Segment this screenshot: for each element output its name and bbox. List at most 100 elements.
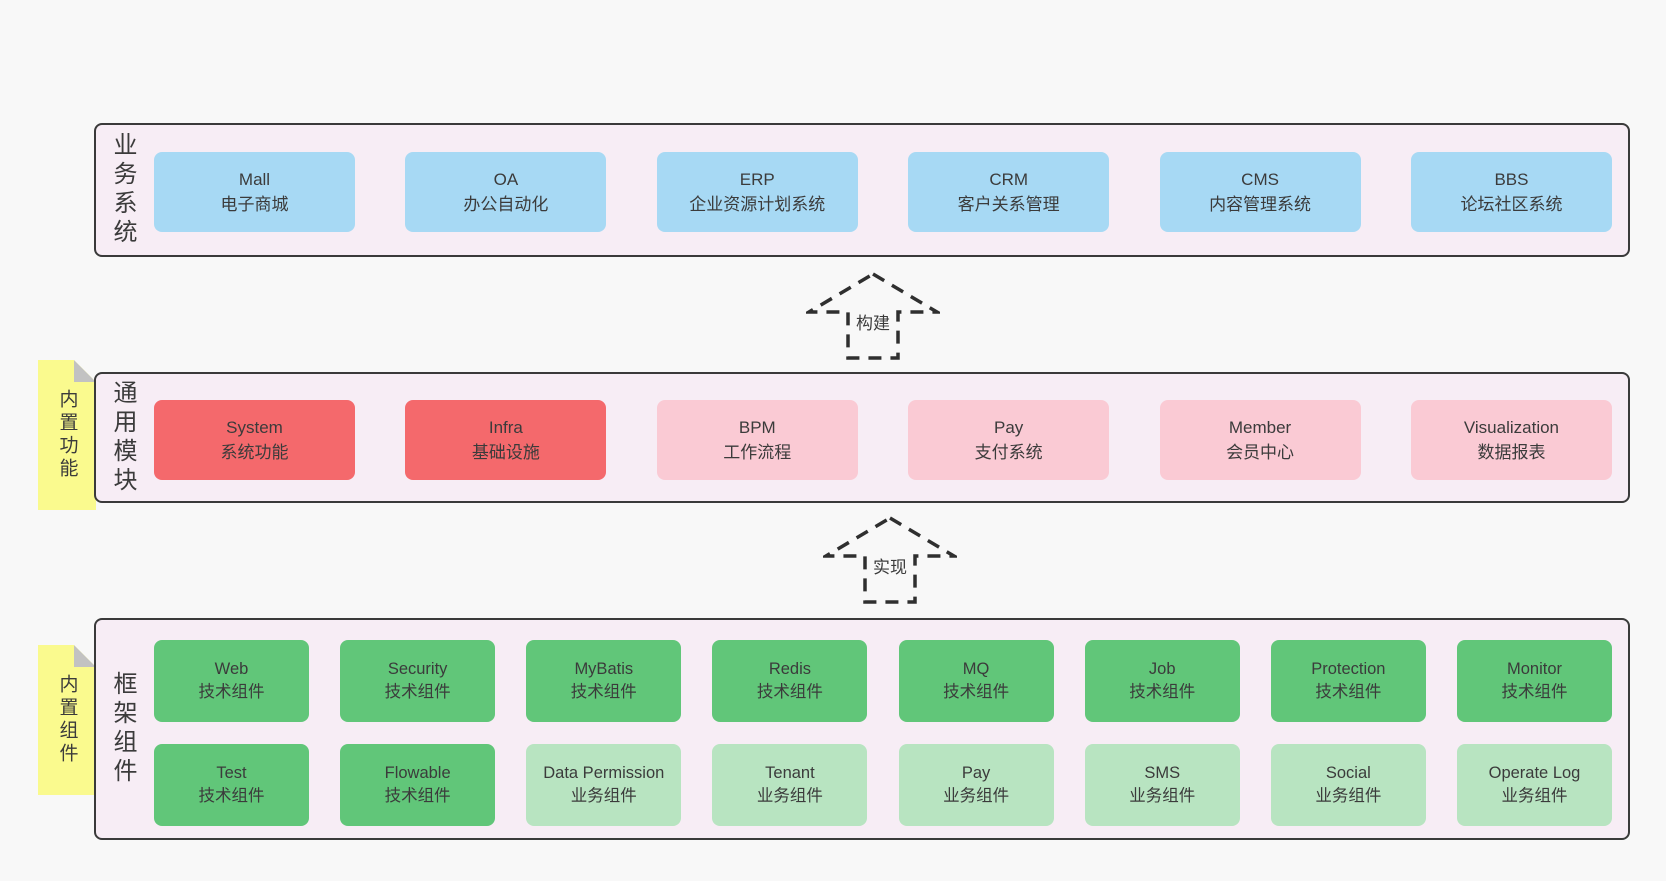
box-title: System	[226, 418, 283, 437]
box-system: System 系统功能	[154, 400, 355, 480]
build-arrow-label: 构建	[853, 308, 893, 335]
box-tenant: Tenant 业务组件	[712, 744, 868, 826]
box-title: MQ	[962, 660, 990, 678]
box-subtitle: 数据报表	[1477, 443, 1546, 462]
box-flowable: Flowable 技术组件	[340, 744, 496, 826]
box-title: Test	[216, 764, 247, 782]
box-security: Security 技术组件	[340, 640, 496, 722]
box-subtitle: 业务组件	[570, 787, 637, 805]
business-box-row: Mall 电子商城 OA 办公自动化 ERP 企业资源计划系统 CRM 客户关系…	[154, 152, 1612, 232]
box-subtitle: 技术组件	[943, 683, 1010, 701]
box-subtitle: 技术组件	[198, 787, 265, 805]
box-subtitle: 业务组件	[756, 787, 823, 805]
box-subtitle: 技术组件	[570, 683, 637, 701]
box-subtitle: 办公自动化	[463, 195, 549, 214]
box-test: Test 技术组件	[154, 744, 309, 826]
layer-framework-components: 框架组件 Web 技术组件 Security 技术组件 MyBatis 技术组件…	[94, 618, 1630, 840]
box-subtitle: 企业资源计划系统	[689, 195, 826, 214]
box-subtitle: 系统功能	[220, 443, 289, 462]
box-subtitle: 技术组件	[384, 787, 451, 805]
sticky-note-built-in-functions: 内置功能	[38, 360, 96, 510]
box-job: Job 技术组件	[1084, 640, 1240, 722]
box-subtitle: 技术组件	[1129, 683, 1196, 701]
box-title: Tenant	[765, 764, 815, 782]
box-title: Member	[1228, 418, 1292, 437]
box-title: Redis	[768, 660, 812, 678]
box-subtitle: 技术组件	[1315, 683, 1382, 701]
box-title: BBS	[1494, 170, 1529, 189]
box-social: Social 业务组件	[1270, 744, 1426, 826]
box-crm: CRM 客户关系管理	[908, 152, 1110, 232]
box-title: BPM	[738, 418, 776, 437]
box-operate-log: Operate Log 业务组件	[1456, 744, 1612, 826]
box-title: Visualization	[1463, 418, 1560, 437]
box-bpm: BPM 工作流程	[656, 400, 858, 480]
box-sms: SMS 业务组件	[1084, 744, 1240, 826]
framework-box-row-2: Test 技术组件 Flowable 技术组件 Data Permission …	[154, 744, 1612, 826]
layer-business-systems: 业务系统 Mall 电子商城 OA 办公自动化 ERP 企业资源计划系统 CRM…	[94, 123, 1630, 257]
up-arrow-icon	[806, 271, 940, 360]
box-title: Job	[1148, 660, 1176, 678]
box-title: SMS	[1144, 764, 1181, 782]
box-title: ERP	[739, 170, 775, 189]
box-pay-component: Pay 业务组件	[898, 744, 1054, 826]
box-web: Web 技术组件	[154, 640, 309, 722]
box-cms: CMS 内容管理系统	[1159, 152, 1361, 232]
box-subtitle: 技术组件	[756, 683, 823, 701]
box-subtitle: 技术组件	[1501, 683, 1568, 701]
box-subtitle: 技术组件	[384, 683, 451, 701]
box-subtitle: 电子商城	[220, 195, 289, 214]
box-data-permission: Data Permission 业务组件	[526, 744, 682, 826]
layer-side-label-framework: 框架组件	[109, 671, 136, 787]
box-title: Data Permission	[543, 764, 665, 782]
box-subtitle: 论坛社区系统	[1460, 195, 1563, 214]
box-redis: Redis 技术组件	[712, 640, 868, 722]
box-erp: ERP 企业资源计划系统	[656, 152, 858, 232]
box-subtitle: 业务组件	[1501, 787, 1568, 805]
box-subtitle: 业务组件	[1129, 787, 1196, 805]
box-mq: MQ 技术组件	[898, 640, 1054, 722]
box-subtitle: 工作流程	[723, 443, 792, 462]
box-title: CMS	[1241, 170, 1279, 189]
box-subtitle: 支付系统	[974, 443, 1043, 462]
sticky-note-label: 内置功能	[56, 389, 78, 481]
box-member: Member 会员中心	[1159, 400, 1361, 480]
box-protection: Protection 技术组件	[1270, 640, 1426, 722]
sticky-fold-corner	[74, 360, 96, 382]
common-box-row: System 系统功能 Infra 基础设施 BPM 工作流程 Pay 支付系统…	[154, 400, 1612, 480]
box-pay-module: Pay 支付系统	[908, 400, 1110, 480]
layer-side-label-business: 业务系统	[109, 132, 136, 248]
sticky-fold-corner	[74, 645, 96, 667]
layer-side-label-common: 通用模块	[109, 379, 136, 496]
box-title: Pay	[961, 764, 991, 782]
box-bbs: BBS 论坛社区系统	[1410, 152, 1612, 232]
box-title: Security	[387, 660, 448, 678]
box-subtitle: 技术组件	[198, 683, 265, 701]
box-title: Web	[214, 660, 249, 678]
box-title: Operate Log	[1488, 764, 1581, 782]
implement-arrow: 实现	[823, 514, 957, 606]
box-title: Protection	[1311, 660, 1386, 678]
box-subtitle: 基础设施	[471, 443, 540, 462]
box-subtitle: 客户关系管理	[957, 195, 1060, 214]
box-title: MyBatis	[574, 660, 634, 678]
box-mall: Mall 电子商城	[154, 152, 355, 232]
box-subtitle: 业务组件	[1315, 787, 1382, 805]
box-oa: OA 办公自动化	[405, 152, 607, 232]
box-mybatis: MyBatis 技术组件	[526, 640, 682, 722]
up-arrow-icon	[823, 515, 957, 604]
layer-common-modules: 通用模块 System 系统功能 Infra 基础设施 BPM 工作流程 Pay…	[94, 372, 1630, 503]
implement-arrow-label: 实现	[870, 552, 910, 579]
framework-box-row-1: Web 技术组件 Security 技术组件 MyBatis 技术组件 Redi…	[154, 640, 1612, 722]
box-title: Flowable	[384, 764, 451, 782]
box-subtitle: 内容管理系统	[1209, 195, 1312, 214]
sticky-note-built-in-components: 内置组件	[38, 645, 96, 795]
box-title: Pay	[994, 418, 1024, 437]
box-subtitle: 业务组件	[943, 787, 1010, 805]
box-monitor: Monitor 技术组件	[1456, 640, 1612, 722]
box-title: Infra	[488, 418, 523, 437]
box-visualization: Visualization 数据报表	[1410, 400, 1612, 480]
box-title: CRM	[989, 170, 1029, 189]
box-subtitle: 会员中心	[1226, 443, 1295, 462]
